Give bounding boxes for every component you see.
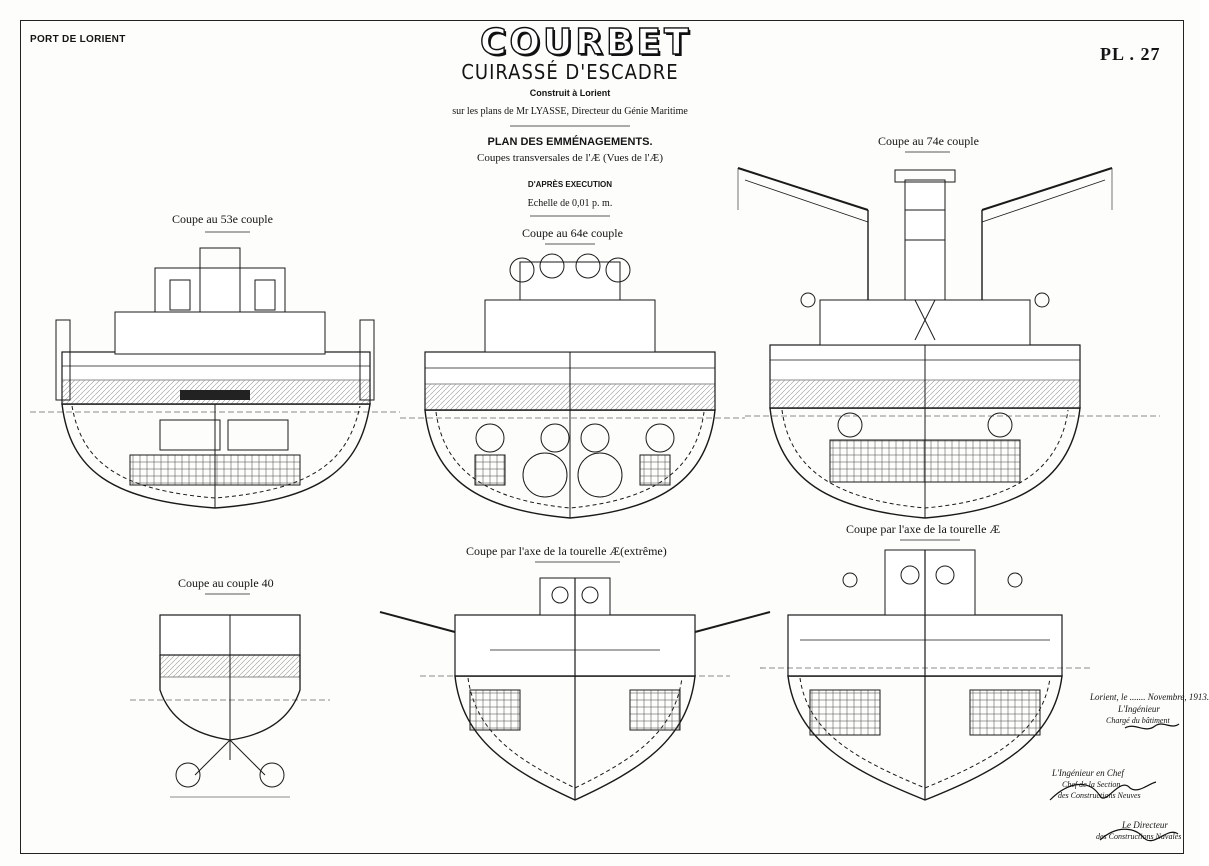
section-title-53: Coupe au 53e couple [172,212,273,226]
port-label: PORT DE LORIENT [30,34,126,45]
section-64-drawing [400,253,745,519]
signature-strokes [1049,723,1180,842]
section-53-drawing [30,247,400,509]
built-at: Construit à Lorient [529,88,611,98]
plan-title: PLAN DES EMMÉNAGEMENTS. [487,136,653,148]
chief-role: Chef de la Section [1062,780,1121,789]
after-execution: D'APRÈS EXECUTION [527,180,613,189]
ship-subtitle: CUIRASSÉ D'ESCADRE [461,60,679,85]
chief-engineer-label: L'Ingénieur en Chef [1052,768,1124,778]
section-74-drawing [737,167,1160,519]
sheet-border [20,20,1184,854]
engineer-role: Chargé du bâtiment [1106,716,1170,725]
engineer-label: L'Ingénieur [1118,704,1160,714]
coupes-subtitle: Coupes transversales de l'Æ (Vues de l'Æ… [477,152,663,164]
place-date: Lorient, le ....... Novembre, 1913. [1090,692,1209,702]
director-department: des Constructions Navales [1096,832,1182,841]
plate-number: PL . 27 [1100,44,1161,64]
ship-title: COURBET [479,21,692,63]
scale-label: Echelle de 0,01 p. m. [527,198,613,209]
section-title-74: Coupe au 74e couple [878,134,979,148]
section-title-64: Coupe au 64e couple [522,226,623,240]
turret-extreme-drawing [379,577,771,801]
director-label: Le Directeur [1122,820,1168,830]
section-title-turret: Coupe par l'axe de la tourelle Æ [846,522,1001,536]
section-title-40: Coupe au couple 40 [178,576,274,590]
section-title-turret-extreme: Coupe par l'axe de la tourelle Æ(extrême… [466,544,667,558]
turret-drawing [760,549,1090,801]
section-40-drawing [130,614,330,798]
plans-by: sur les plans de Mr LYASSE, Directeur du… [452,106,688,117]
